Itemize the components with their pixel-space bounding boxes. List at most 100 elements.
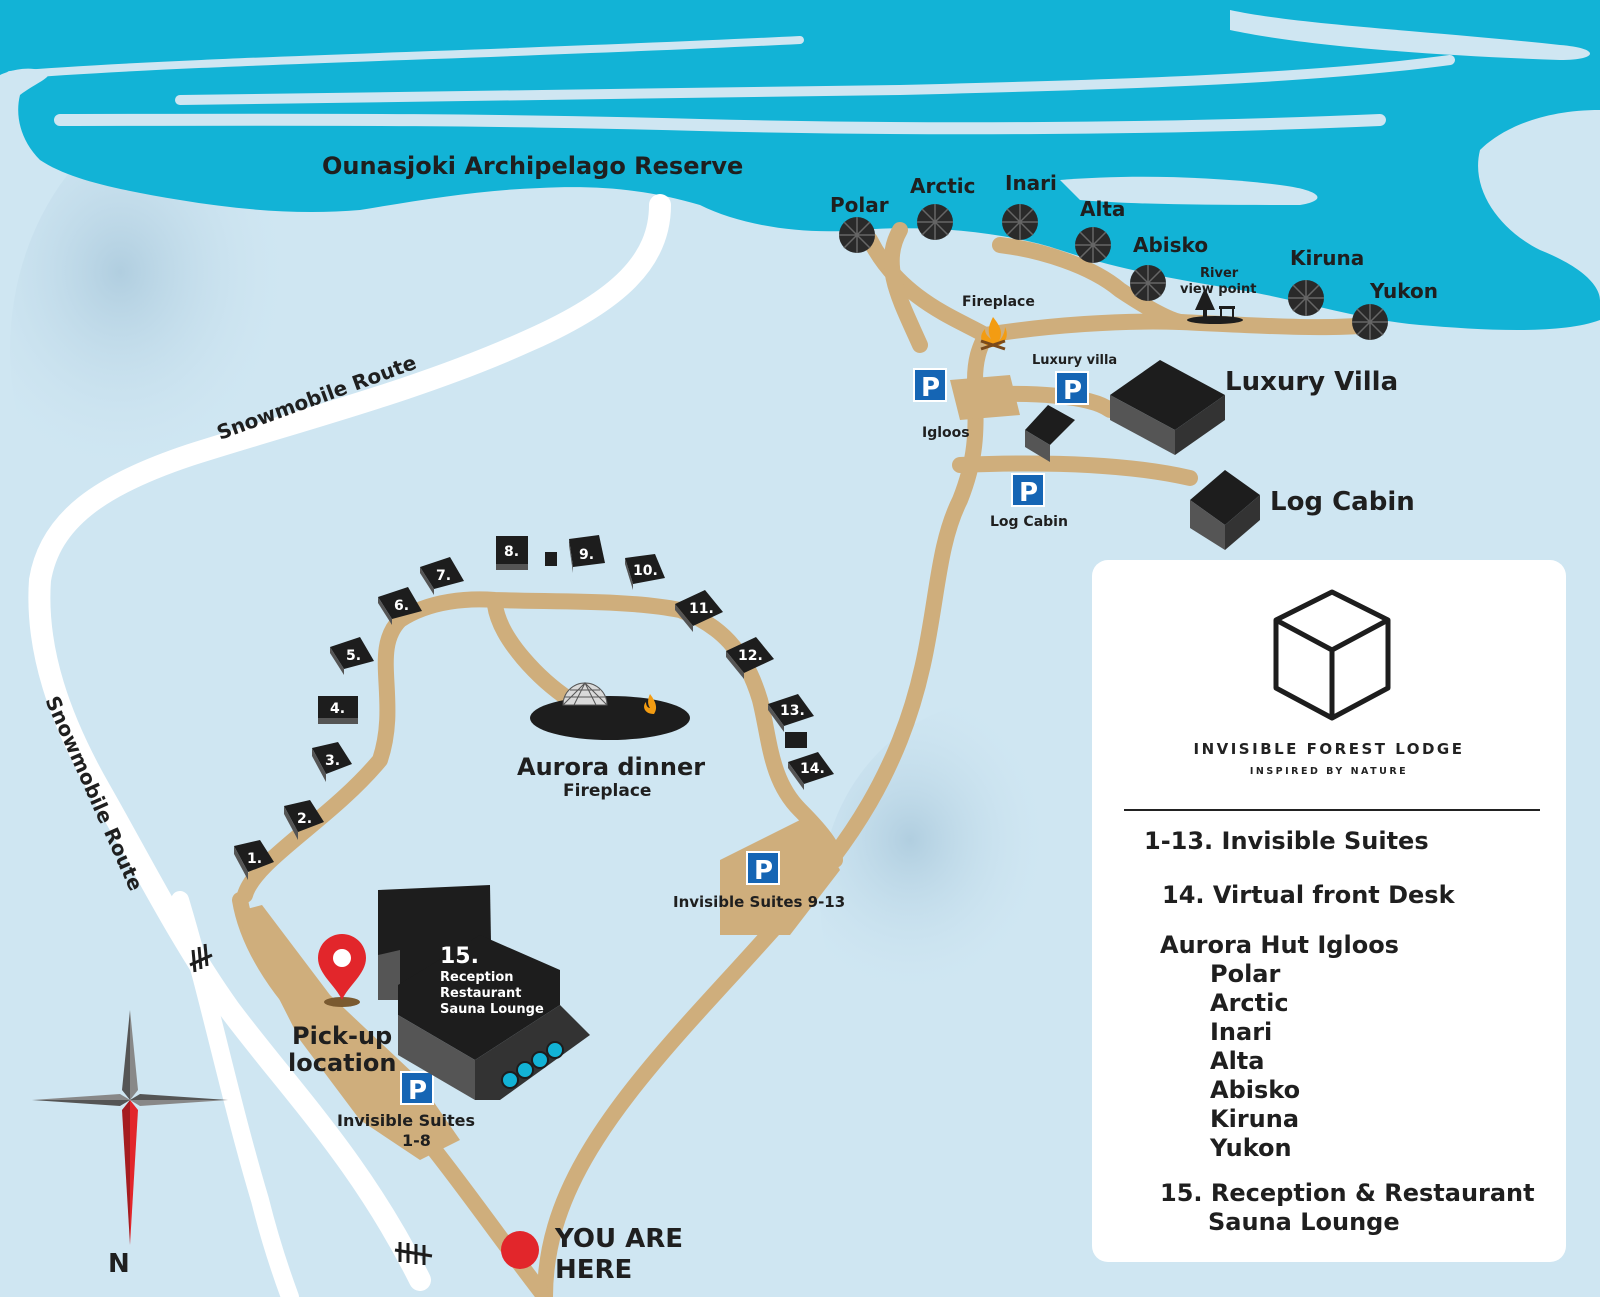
dome-icon <box>562 681 608 706</box>
suite-building: 2. <box>284 800 324 840</box>
fire-icon <box>980 317 1007 351</box>
aurora-dinner-label: Aurora dinner <box>517 753 705 781</box>
suite-building: 8. <box>496 536 528 570</box>
snowmobile-route <box>28 194 671 1291</box>
igloo-label: Inari <box>1005 171 1057 195</box>
svg-text:1.: 1. <box>247 851 262 867</box>
log-cabin-building <box>1190 470 1260 550</box>
svg-text:5.: 5. <box>346 648 361 664</box>
igloo-icon <box>839 217 875 253</box>
parking-pad-center <box>950 375 1020 420</box>
suite-building: 3. <box>312 742 352 782</box>
reception-building <box>378 885 590 1100</box>
svg-text:P: P <box>921 373 940 403</box>
legend-item: Aurora Hut Igloos <box>1160 931 1399 959</box>
igloos <box>839 204 1388 340</box>
hot-tub-icon <box>501 1041 564 1089</box>
brand-name: INVISIBLE FOREST LODGE <box>1193 740 1465 758</box>
svg-text:3.: 3. <box>325 753 340 769</box>
igloo-label: Alta <box>1080 197 1125 221</box>
suites: 1. 2. 3. 4. 5. 6. 7. 8. 9. 10. 11. 12. 1… <box>234 535 834 880</box>
igloo-label: Kiruna <box>1290 246 1364 270</box>
igloo-icon <box>1130 265 1166 301</box>
reception-line: Restaurant <box>440 986 521 1001</box>
igloo-labels: Polar Arctic Inari Alta Abisko Kiruna Yu… <box>830 171 1438 303</box>
igloo-label: Arctic <box>910 174 975 198</box>
suite-building: 13. <box>768 694 814 732</box>
parking-label-suites-1-8: 1-8 <box>402 1131 431 1150</box>
suite-building: 7. <box>420 557 464 595</box>
fire-icon <box>644 694 657 714</box>
suite-building: 10. <box>625 554 665 590</box>
you-are-here-label: YOU ARE <box>554 1224 683 1254</box>
svg-text:7.: 7. <box>436 568 451 584</box>
svg-text:9.: 9. <box>579 547 594 563</box>
legend-item: Abisko <box>1210 1076 1301 1104</box>
igloo-icon <box>1288 280 1324 316</box>
igloo-icon <box>1352 304 1388 340</box>
legend-item: Kiruna <box>1210 1105 1300 1133</box>
legend-item: 1-13. Invisible Suites <box>1144 827 1429 855</box>
compass-icon <box>32 1010 228 1245</box>
suite-building: 12. <box>726 637 774 679</box>
igloo-icon <box>917 204 953 240</box>
legend-item: Sauna Lounge <box>1208 1208 1400 1236</box>
parking-sign-suites-1-8: P <box>400 1071 434 1106</box>
suite-building: 14. <box>788 752 834 790</box>
igloo-label: Abisko <box>1133 233 1208 257</box>
igloo-icon <box>1002 204 1038 240</box>
suite-building: 5. <box>330 637 374 675</box>
parking-label-log-cabin: Log Cabin <box>990 514 1068 530</box>
pickup-label: Pick-up <box>292 1022 392 1050</box>
legend-panel: INVISIBLE FOREST LODGE INSPIRED BY NATUR… <box>1092 560 1566 1262</box>
luxury-villa-label: Luxury Villa <box>1225 367 1398 397</box>
svg-text:10.: 10. <box>633 563 658 579</box>
svg-text:14.: 14. <box>800 761 825 777</box>
legend-divider <box>1124 809 1540 811</box>
river-name: Ounasjoki Archipelago Reserve <box>322 152 743 180</box>
compass-north-label: N <box>108 1249 130 1279</box>
pickup-pin-icon <box>318 934 366 1007</box>
reception-number: 15. <box>440 944 479 969</box>
legend-item: Yukon <box>1210 1134 1292 1162</box>
svg-text:P: P <box>1063 376 1082 406</box>
river-channel <box>6 36 804 79</box>
aurora-dinner-sub-label: Fireplace <box>563 781 651 801</box>
parking-label-igloos: Igloos <box>922 425 970 441</box>
svg-text:P: P <box>754 856 773 886</box>
suite-building: 6. <box>378 587 422 625</box>
you-are-here-icon <box>501 1231 539 1269</box>
igloo-label: Polar <box>830 193 889 217</box>
suite-building: 11. <box>675 590 723 632</box>
legend-item: Alta <box>1210 1047 1265 1075</box>
legend-item: Polar <box>1210 960 1281 988</box>
parking-label-suites-9-13: Invisible Suites 9-13 <box>673 893 845 911</box>
river-island <box>1230 10 1590 60</box>
suite-building: 9. <box>569 535 605 573</box>
svg-text:P: P <box>408 1076 427 1106</box>
river-view-label: view point <box>1180 282 1256 297</box>
river-island <box>1060 176 1318 205</box>
legend-item: 15. Reception & Restaurant <box>1160 1179 1535 1207</box>
reception-line: Sauna Lounge <box>440 1002 544 1017</box>
svg-text:4.: 4. <box>330 701 345 717</box>
snowmobile-route <box>171 891 299 1297</box>
svg-text:13.: 13. <box>780 703 805 719</box>
luxury-villa-small-label: Luxury villa <box>1032 353 1117 368</box>
log-cabin-label: Log Cabin <box>1270 487 1415 517</box>
svg-text:11.: 11. <box>689 601 714 617</box>
pickup-label: location <box>288 1049 396 1077</box>
svg-text:12.: 12. <box>738 648 763 664</box>
svg-text:8.: 8. <box>504 544 519 560</box>
igloo-icon <box>1075 227 1111 263</box>
svg-text:6.: 6. <box>394 598 409 614</box>
igloo-label: Yukon <box>1369 279 1438 303</box>
reception-line: Reception <box>440 970 514 985</box>
cube-logo-icon <box>1273 589 1391 721</box>
legend-item: 14. Virtual front Desk <box>1162 881 1455 909</box>
parking-sign-luxury: P <box>1055 371 1089 406</box>
river-view-label: River <box>1200 266 1239 281</box>
suite-building: 1. <box>234 840 274 880</box>
brand-tagline: INSPIRED BY NATURE <box>1249 766 1409 777</box>
suite-building: 4. <box>318 696 358 724</box>
